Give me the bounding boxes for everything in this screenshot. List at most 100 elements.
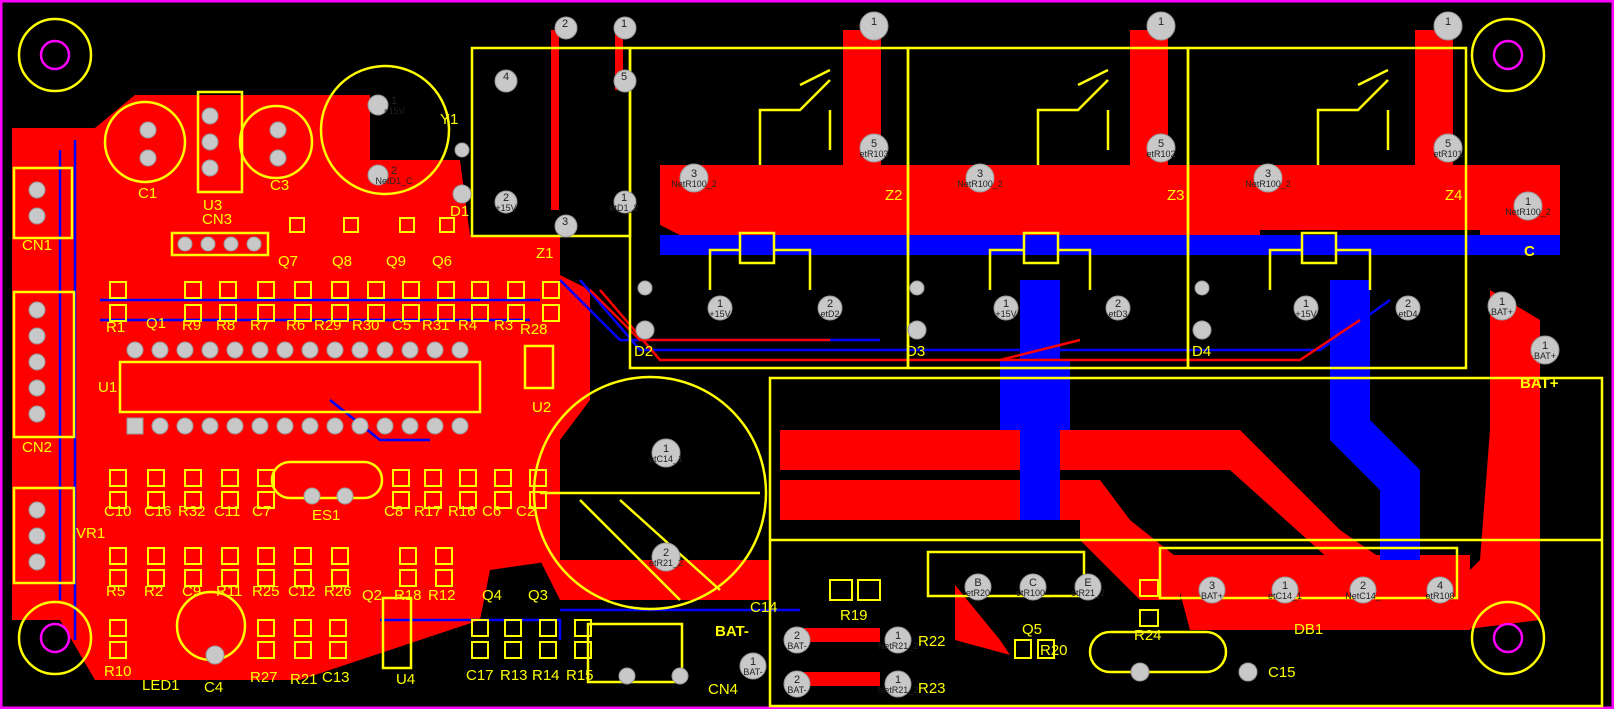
pad-net-q5-2: etR21_2 (1071, 588, 1105, 598)
designator-r17: R17 (414, 503, 442, 520)
pad-number-relay-c10: 1 (717, 298, 723, 310)
designator-r27: R27 (250, 669, 278, 686)
smd-footprints (109, 217, 1159, 659)
pad-number-relay-c21: 2 (1115, 298, 1121, 310)
designator-q7: Q7 (278, 253, 298, 270)
pad-net-bat_minus-4: NetR21_2 (878, 685, 919, 695)
pad-number-db1-2: 2 (1360, 580, 1366, 592)
pad-number-q5-0: B (974, 577, 981, 589)
pad-number-relay-mid1: 5 (1158, 138, 1164, 150)
pad-number-relay-mid2: 5 (1445, 138, 1451, 150)
designator-r25: R25 (252, 583, 280, 600)
designator-r15: R15 (566, 667, 594, 684)
designator-r1: R1 (106, 319, 125, 336)
designator-c15: C15 (1268, 664, 1296, 681)
designator-cn2: CN2 (22, 439, 52, 456)
designator-r31: R31 (422, 317, 450, 334)
designator-c11: C11 (214, 503, 240, 520)
designator-r23: R23 (918, 680, 946, 697)
designator-u1: U1 (98, 379, 117, 396)
pad-net-right-0: NetR100_2 (1505, 207, 1551, 217)
pad-net-z1-6: etD1_2 (609, 203, 638, 213)
pad-number-z1-0: 2 (562, 18, 568, 30)
pad-net-c14-0: etC14_1 (649, 454, 683, 464)
designator-r22: R22 (918, 633, 946, 650)
designator-c16: C16 (144, 503, 172, 520)
designator-cn1: CN1 (22, 237, 52, 254)
designator-c8: C8 (384, 503, 403, 520)
pad-net-y1-0: +15V (383, 106, 404, 116)
pad-number-db1-3: 4 (1437, 580, 1443, 592)
pad-number-z1-1: 1 (621, 18, 627, 30)
pad-net-db1-3: etR100 (1425, 591, 1454, 601)
pads-layer (28, 11, 1560, 698)
designator-led1: LED1 (142, 677, 180, 694)
pad-number-q5-2: E (1084, 577, 1091, 589)
pad-net-relay-c10: +15V (709, 309, 730, 319)
designator-u2: U2 (532, 399, 551, 416)
pad-net-relay-left0: NetR100_2 (671, 179, 717, 189)
pad-number-z1-5: 3 (562, 216, 568, 228)
pad-number-relay-left2: 3 (1265, 168, 1271, 180)
designator-d1: D1 (450, 203, 469, 220)
pad-number-relay-c11: 1 (1003, 298, 1009, 310)
designator-d3: D3 (906, 343, 925, 360)
designator-c14: C14 (750, 599, 778, 616)
pad-number-c14-1: 2 (663, 547, 669, 559)
designator-r21: R21 (290, 671, 318, 688)
pad-number-z1-2: 4 (503, 71, 509, 83)
designator-q9: Q9 (386, 253, 406, 270)
designator-c17: C17 (466, 667, 494, 684)
pad-net-db1-0: BAT+ (1201, 591, 1223, 601)
designator-r16: R16 (448, 503, 476, 520)
pad-number-relay-mid0: 5 (871, 138, 877, 150)
pad-net-bat_minus-2: BAT- (743, 667, 762, 677)
designator-c7: C7 (252, 503, 271, 520)
designator-r30: R30 (352, 317, 380, 334)
pad-net-right-1: BAT+ (1491, 307, 1513, 317)
designator-es1: ES1 (312, 507, 340, 524)
pad-number-z1-6: 1 (621, 192, 627, 204)
designator-c2: C2 (516, 503, 535, 520)
pad-number-db1-1: 1 (1282, 580, 1288, 592)
designator-z2: Z2 (885, 187, 903, 204)
designator-r28: R28 (520, 321, 548, 338)
pad-number-relay-c20: 2 (827, 298, 833, 310)
designator-r10: R10 (104, 663, 132, 680)
designator-d4: D4 (1192, 343, 1211, 360)
pad-number-bat_minus-0: 2 (794, 630, 800, 642)
pad-number-right-0: 1 (1525, 196, 1531, 208)
designator-r3: R3 (494, 317, 513, 334)
designator-r29: R29 (314, 317, 342, 334)
pad-number-relay-left1: 3 (977, 168, 983, 180)
pad-number-relay-c12: 1 (1303, 298, 1309, 310)
pad-number-right-2: 1 (1542, 340, 1548, 352)
pad-net-relay-left1: NetR100_2 (957, 179, 1003, 189)
designator-y1: Y1 (440, 111, 458, 128)
designator-c9: C9 (182, 583, 201, 600)
designator-r11: R11 (216, 583, 242, 600)
pad-net-relay-mid1: etR102 (1146, 149, 1175, 159)
designator-c10: C10 (104, 503, 132, 520)
designator-u4: U4 (396, 671, 415, 688)
pad-number-relay-top0: 1 (871, 16, 877, 28)
designator-c5: C5 (392, 317, 411, 334)
pad-net-y1-1: NetD1_C (375, 176, 413, 186)
designator-z3: Z3 (1167, 187, 1185, 204)
pad-net-relay-c20: etD2 (820, 309, 839, 319)
pad-net-q5-1: etR100_ (1016, 588, 1051, 598)
designator-vr1: VR1 (76, 525, 105, 542)
pad-net-relay-left2: NetR100_2 (1245, 179, 1291, 189)
pad-net-c14-1: etR21_2 (649, 558, 683, 568)
designator-q4: Q4 (482, 587, 502, 604)
pad-number-relay-top2: 1 (1445, 16, 1451, 28)
designator-r32: R32 (178, 503, 206, 520)
pad-net-q5-0: etR20 (966, 588, 990, 598)
designator-r14: R14 (532, 667, 560, 684)
designator-r24: R24 (1134, 627, 1162, 644)
pad-net-z1-4: +15V (495, 203, 516, 213)
pad-net-relay-mid0: etR103 (859, 149, 888, 159)
designator-r8: R8 (216, 317, 235, 334)
pad-number-bat_minus-4: 1 (895, 674, 901, 686)
